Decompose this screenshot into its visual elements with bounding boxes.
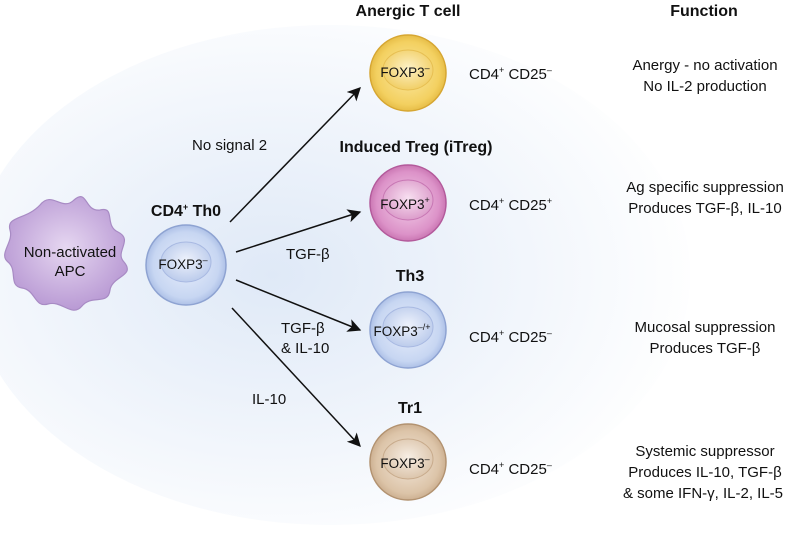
arrow-to-tr1 — [231, 307, 361, 447]
label-il10: IL-10 — [252, 391, 286, 408]
itreg-function-line2: Produces TGF-β, IL-10 — [628, 200, 781, 217]
apc-label-line1: Non-activated — [24, 244, 117, 261]
function-header: Function — [670, 3, 738, 20]
th3-function-line1: Mucosal suppression — [635, 319, 776, 336]
anergic-function-line1: Anergy - no activation — [632, 57, 777, 74]
itreg-surface: CD4+ CD25+ — [469, 196, 552, 214]
itreg-cell: Induced Treg (iTreg) FOXP3+ CD4+ CD25+ A… — [340, 139, 784, 242]
tr1-function-line2: Produces IL-10, TGF-β — [628, 464, 782, 481]
itreg-title: Induced Treg (iTreg) — [340, 139, 493, 156]
th3-surface: CD4+ CD25– — [469, 328, 552, 346]
tr1-cell: Tr1 FOXP3– CD4+ CD25– Systemic suppresso… — [369, 400, 783, 502]
tr1-title: Tr1 — [398, 400, 422, 417]
th0-marker: FOXP3– — [158, 255, 207, 272]
arrow-to-th3 — [235, 279, 362, 332]
anergic-title: Anergic T cell — [356, 3, 461, 20]
label-no-signal-2: No signal 2 — [192, 137, 267, 154]
th3-function-line2: Produces TGF-β — [650, 340, 761, 357]
background-glow — [0, 25, 690, 525]
tr1-function-line1: Systemic suppressor — [635, 443, 774, 460]
tr1-marker: FOXP3– — [380, 454, 429, 471]
tr1-surface: CD4+ CD25– — [469, 460, 552, 478]
th3-cell: Th3 FOXP3–/+ CD4+ CD25– Mucosal suppress… — [369, 268, 776, 369]
arrow-to-itreg — [235, 209, 362, 253]
th3-marker: FOXP3–/+ — [373, 322, 430, 339]
anergic-t-cell: Anergic T cell FOXP3– CD4+ CD25– Anergy … — [356, 3, 778, 112]
anergic-function-line2: No IL-2 production — [643, 78, 766, 95]
label-tgf-beta-il10-line1: TGF-β — [281, 320, 325, 337]
tr1-function-line3: & some IFN-γ, IL-2, IL-5 — [623, 485, 783, 502]
label-tgf-beta-il10-line2: & IL-10 — [281, 340, 329, 357]
label-tgf-beta: TGF-β — [286, 246, 330, 263]
itreg-function-line1: Ag specific suppression — [626, 179, 784, 196]
apc-label-line2: APC — [55, 263, 86, 280]
apc-cell: Non-activated APC — [4, 196, 128, 311]
anergic-surface: CD4+ CD25– — [469, 65, 552, 83]
th3-title: Th3 — [396, 268, 425, 285]
th0-cell: CD4+ Th0 FOXP3– — [145, 202, 227, 306]
anergic-marker: FOXP3– — [380, 63, 429, 80]
arrow-to-anergic — [229, 87, 361, 223]
itreg-marker: FOXP3+ — [380, 195, 430, 212]
th0-title: CD4+ Th0 — [151, 202, 221, 220]
